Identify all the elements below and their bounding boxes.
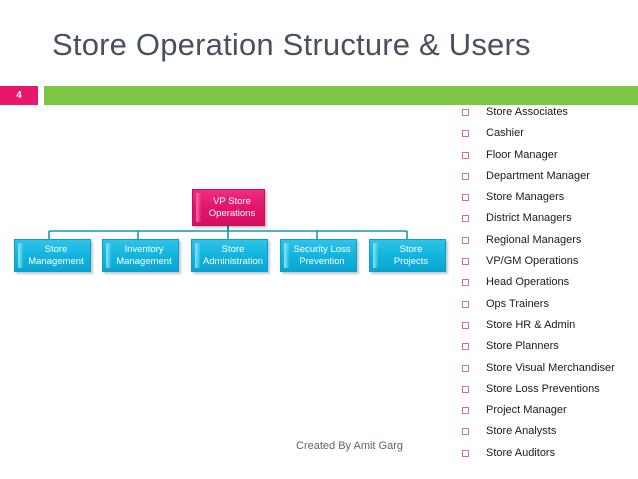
org-chart-connectors bbox=[48, 226, 408, 239]
roles-list: Store Associates Cashier Floor Manager D… bbox=[462, 104, 638, 466]
square-bullet-icon bbox=[462, 109, 469, 116]
list-item-label: Regional Managers bbox=[486, 233, 582, 246]
list-item-label: Store Managers bbox=[486, 191, 565, 204]
list-item-label: Cashier bbox=[486, 127, 524, 140]
list-item[interactable]: Department Manager bbox=[462, 168, 638, 189]
square-bullet-icon bbox=[462, 194, 469, 202]
org-node-security-loss-prevention[interactable]: Security Loss Prevention bbox=[280, 239, 357, 272]
list-item[interactable]: Store Managers bbox=[462, 189, 638, 210]
list-item-label: VP/GM Operations bbox=[486, 255, 579, 268]
square-bullet-icon bbox=[462, 236, 469, 244]
list-item[interactable]: Head Operations bbox=[462, 274, 638, 295]
list-item[interactable]: Cashier bbox=[462, 125, 638, 146]
list-item-label: Store Visual Merchandiser bbox=[486, 361, 615, 374]
square-bullet-icon bbox=[462, 215, 469, 223]
list-item[interactable]: Ops Trainers bbox=[462, 296, 638, 317]
square-bullet-icon bbox=[462, 258, 469, 266]
list-item[interactable]: Floor Manager bbox=[462, 147, 638, 168]
list-item[interactable]: Store Auditors bbox=[462, 445, 638, 466]
square-bullet-icon bbox=[462, 321, 469, 329]
org-node-inventory-management[interactable]: Inventory Management bbox=[102, 239, 179, 272]
page-number-badge: 4 bbox=[0, 86, 38, 105]
org-node-vp-store-operations[interactable]: VP Store Operations bbox=[192, 189, 265, 226]
list-item-label: Project Manager bbox=[486, 404, 567, 417]
list-item[interactable]: District Managers bbox=[462, 210, 638, 231]
square-bullet-icon bbox=[462, 300, 469, 308]
accent-bar-gap bbox=[38, 86, 44, 105]
list-item[interactable]: Store Loss Preventions bbox=[462, 381, 638, 402]
square-bullet-icon bbox=[462, 151, 469, 159]
org-node-store-administration[interactable]: Store Administration bbox=[191, 239, 268, 272]
list-item[interactable]: VP/GM Operations bbox=[462, 253, 638, 274]
org-node-store-management[interactable]: Store Management bbox=[14, 239, 91, 272]
list-item-label: Store Associates bbox=[486, 106, 568, 118]
list-item-label: Department Manager bbox=[486, 169, 590, 182]
list-item[interactable]: Store Visual Merchandiser bbox=[462, 360, 638, 381]
square-bullet-icon bbox=[462, 343, 469, 351]
list-item[interactable]: Store Planners bbox=[462, 338, 638, 359]
square-bullet-icon bbox=[462, 385, 469, 393]
list-item-label: Floor Manager bbox=[486, 148, 558, 161]
square-bullet-icon bbox=[462, 172, 469, 180]
list-item-label: Store Planners bbox=[486, 340, 559, 353]
list-item-label: District Managers bbox=[486, 212, 572, 225]
square-bullet-icon bbox=[462, 449, 469, 457]
square-bullet-icon bbox=[462, 364, 469, 372]
org-node-label: Store Administration bbox=[202, 244, 264, 267]
org-node-label: Store Management bbox=[28, 244, 84, 267]
list-item[interactable]: Regional Managers bbox=[462, 232, 638, 253]
square-bullet-icon bbox=[462, 130, 469, 138]
footer-credit: Created By Amit Garg bbox=[296, 440, 403, 452]
list-item[interactable]: Store HR & Admin bbox=[462, 317, 638, 338]
org-node-label: Inventory Management bbox=[116, 244, 172, 267]
square-bullet-icon bbox=[462, 428, 469, 436]
list-item[interactable]: Project Manager bbox=[462, 402, 638, 423]
org-node-label: Store Projects bbox=[393, 244, 429, 267]
list-item-label: Store HR & Admin bbox=[486, 318, 576, 331]
list-item-label: Store Loss Preventions bbox=[486, 382, 600, 395]
list-item-label: Ops Trainers bbox=[486, 297, 549, 310]
org-chart: VP Store Operations Store Management Inv… bbox=[0, 105, 455, 479]
org-node-label: VP Store Operations bbox=[208, 196, 256, 219]
list-item[interactable]: Store Analysts bbox=[462, 423, 638, 444]
org-node-label: Security Loss Prevention bbox=[293, 244, 351, 267]
accent-bar bbox=[0, 86, 638, 105]
list-item-label: Head Operations bbox=[486, 276, 570, 289]
list-item-label: Store Auditors bbox=[486, 446, 556, 459]
square-bullet-icon bbox=[462, 407, 469, 415]
list-item-label: Store Analysts bbox=[486, 425, 557, 438]
org-node-store-projects[interactable]: Store Projects bbox=[369, 239, 446, 272]
list-item[interactable]: Store Associates bbox=[462, 104, 638, 125]
page-title: Store Operation Structure & Users bbox=[52, 27, 531, 62]
square-bullet-icon bbox=[462, 279, 469, 287]
